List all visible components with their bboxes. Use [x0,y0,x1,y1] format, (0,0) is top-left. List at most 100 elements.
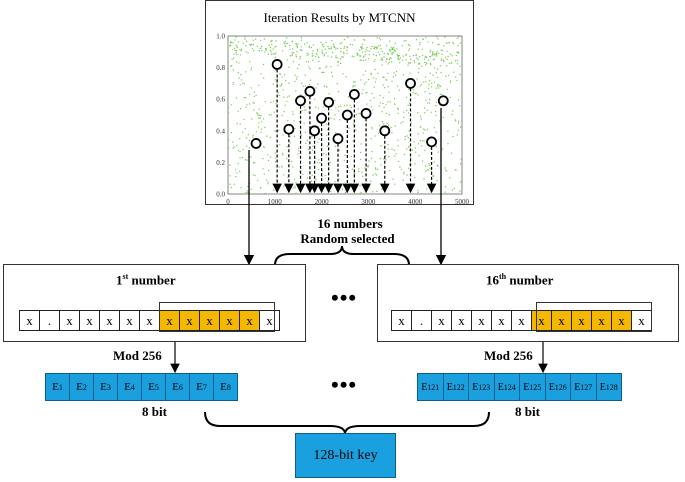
scatter-dot [429,51,431,53]
scatter-dot [329,190,332,193]
scatter-dot [408,130,411,132]
scatter-dot [400,122,402,125]
scatter-dot [300,39,303,41]
scatter-dot [399,57,401,59]
scatter-dot [362,43,364,45]
scatter-dot [285,80,287,82]
scatter-dot [390,126,392,129]
scatter-dot [379,44,381,46]
scatter-dot [422,132,424,134]
scatter-dot [381,59,383,61]
scatter-dot [381,64,383,66]
scatter-dot [229,44,232,47]
scatter-dot [323,85,326,87]
scatter-dot [233,47,236,50]
scatter-dot [428,83,430,86]
scatter-dot [274,152,276,154]
scatter-dot [258,122,260,124]
scatter-dot [350,155,352,158]
x-tick-label: 5000 [455,198,470,206]
first-number-word: number [131,272,176,288]
scatter-dot [309,67,311,70]
scatter-dot [267,159,270,162]
scatter-dot [235,175,237,178]
scatter-dot [300,46,302,48]
scatter-dot [327,180,329,182]
scatter-dot [278,129,280,131]
scatter-dot [444,191,446,193]
scatter-dot [236,53,238,56]
scatter-dot [312,193,314,195]
scatter-dot [383,56,385,58]
scatter-dot [228,139,230,141]
scatter-dot [395,153,397,155]
scatter-dot [232,83,234,86]
scatter-dot [306,42,308,44]
scatter-dot [405,59,407,61]
scatter-dot [300,82,303,85]
scatter-dot [249,93,251,96]
scatter-dot [376,168,379,171]
scatter-dot [298,121,301,123]
scatter-dot [334,99,336,102]
scatter-dot [459,73,462,76]
scatter-dot [357,53,359,55]
scatter-dot [291,111,294,113]
scatter-dot [394,125,396,127]
scatter-dot [444,186,447,188]
scatter-dot [354,81,356,83]
scatter-dot [407,137,410,139]
scatter-dot [407,49,410,52]
scatter-dot [311,149,314,151]
scatter-dot [304,85,306,87]
scatter-dot [455,120,457,122]
scatter-dot [257,179,259,182]
digit-cell: . [39,310,60,331]
scatter-dot [423,140,425,142]
scatter-dot [436,179,438,182]
scatter-dot [339,42,341,45]
scatter-dot [389,170,391,172]
scatter-dot [312,59,314,61]
scatter-dot [410,58,412,60]
scatter-dot [392,51,395,53]
scatter-dot [393,103,396,105]
scatter-dot [237,163,239,165]
scatter-dot [360,143,362,145]
scatter-dot [256,45,259,47]
scatter-dot [362,175,364,178]
scatter-dot [389,48,391,51]
scatter-dot [325,66,327,69]
scatter-dot [339,105,342,107]
scatter-dot [294,178,296,181]
scatter-dot [459,42,461,44]
scatter-dot [371,45,373,48]
scatter-dot [440,71,442,74]
scatter-dot [430,86,433,88]
scatter-dot [345,76,347,78]
scatter-dot [394,74,397,77]
scatter-dot [414,151,417,153]
scatter-dot [338,106,340,108]
scatter-dot [232,41,234,44]
scatter-dot [387,148,389,150]
scatter-dot [281,114,283,117]
last-number-word: number [509,272,554,288]
scatter-dot [334,181,336,183]
scatter-dot [403,153,406,156]
scatter-dot [456,79,458,82]
scatter-dot [397,139,399,141]
scatter-dot [433,81,436,83]
scatter-dot [349,43,352,46]
scatter-dot [374,173,376,175]
scatter-dot [233,53,235,55]
scatter-dot [315,87,317,89]
scatter-dot [306,52,308,55]
digit-cell: x [451,310,472,331]
scatter-dot [383,52,385,55]
scatter-dot [235,44,237,46]
scatter-dot [421,140,424,142]
scatter-dot [300,37,303,39]
scatter-dot [431,82,433,84]
